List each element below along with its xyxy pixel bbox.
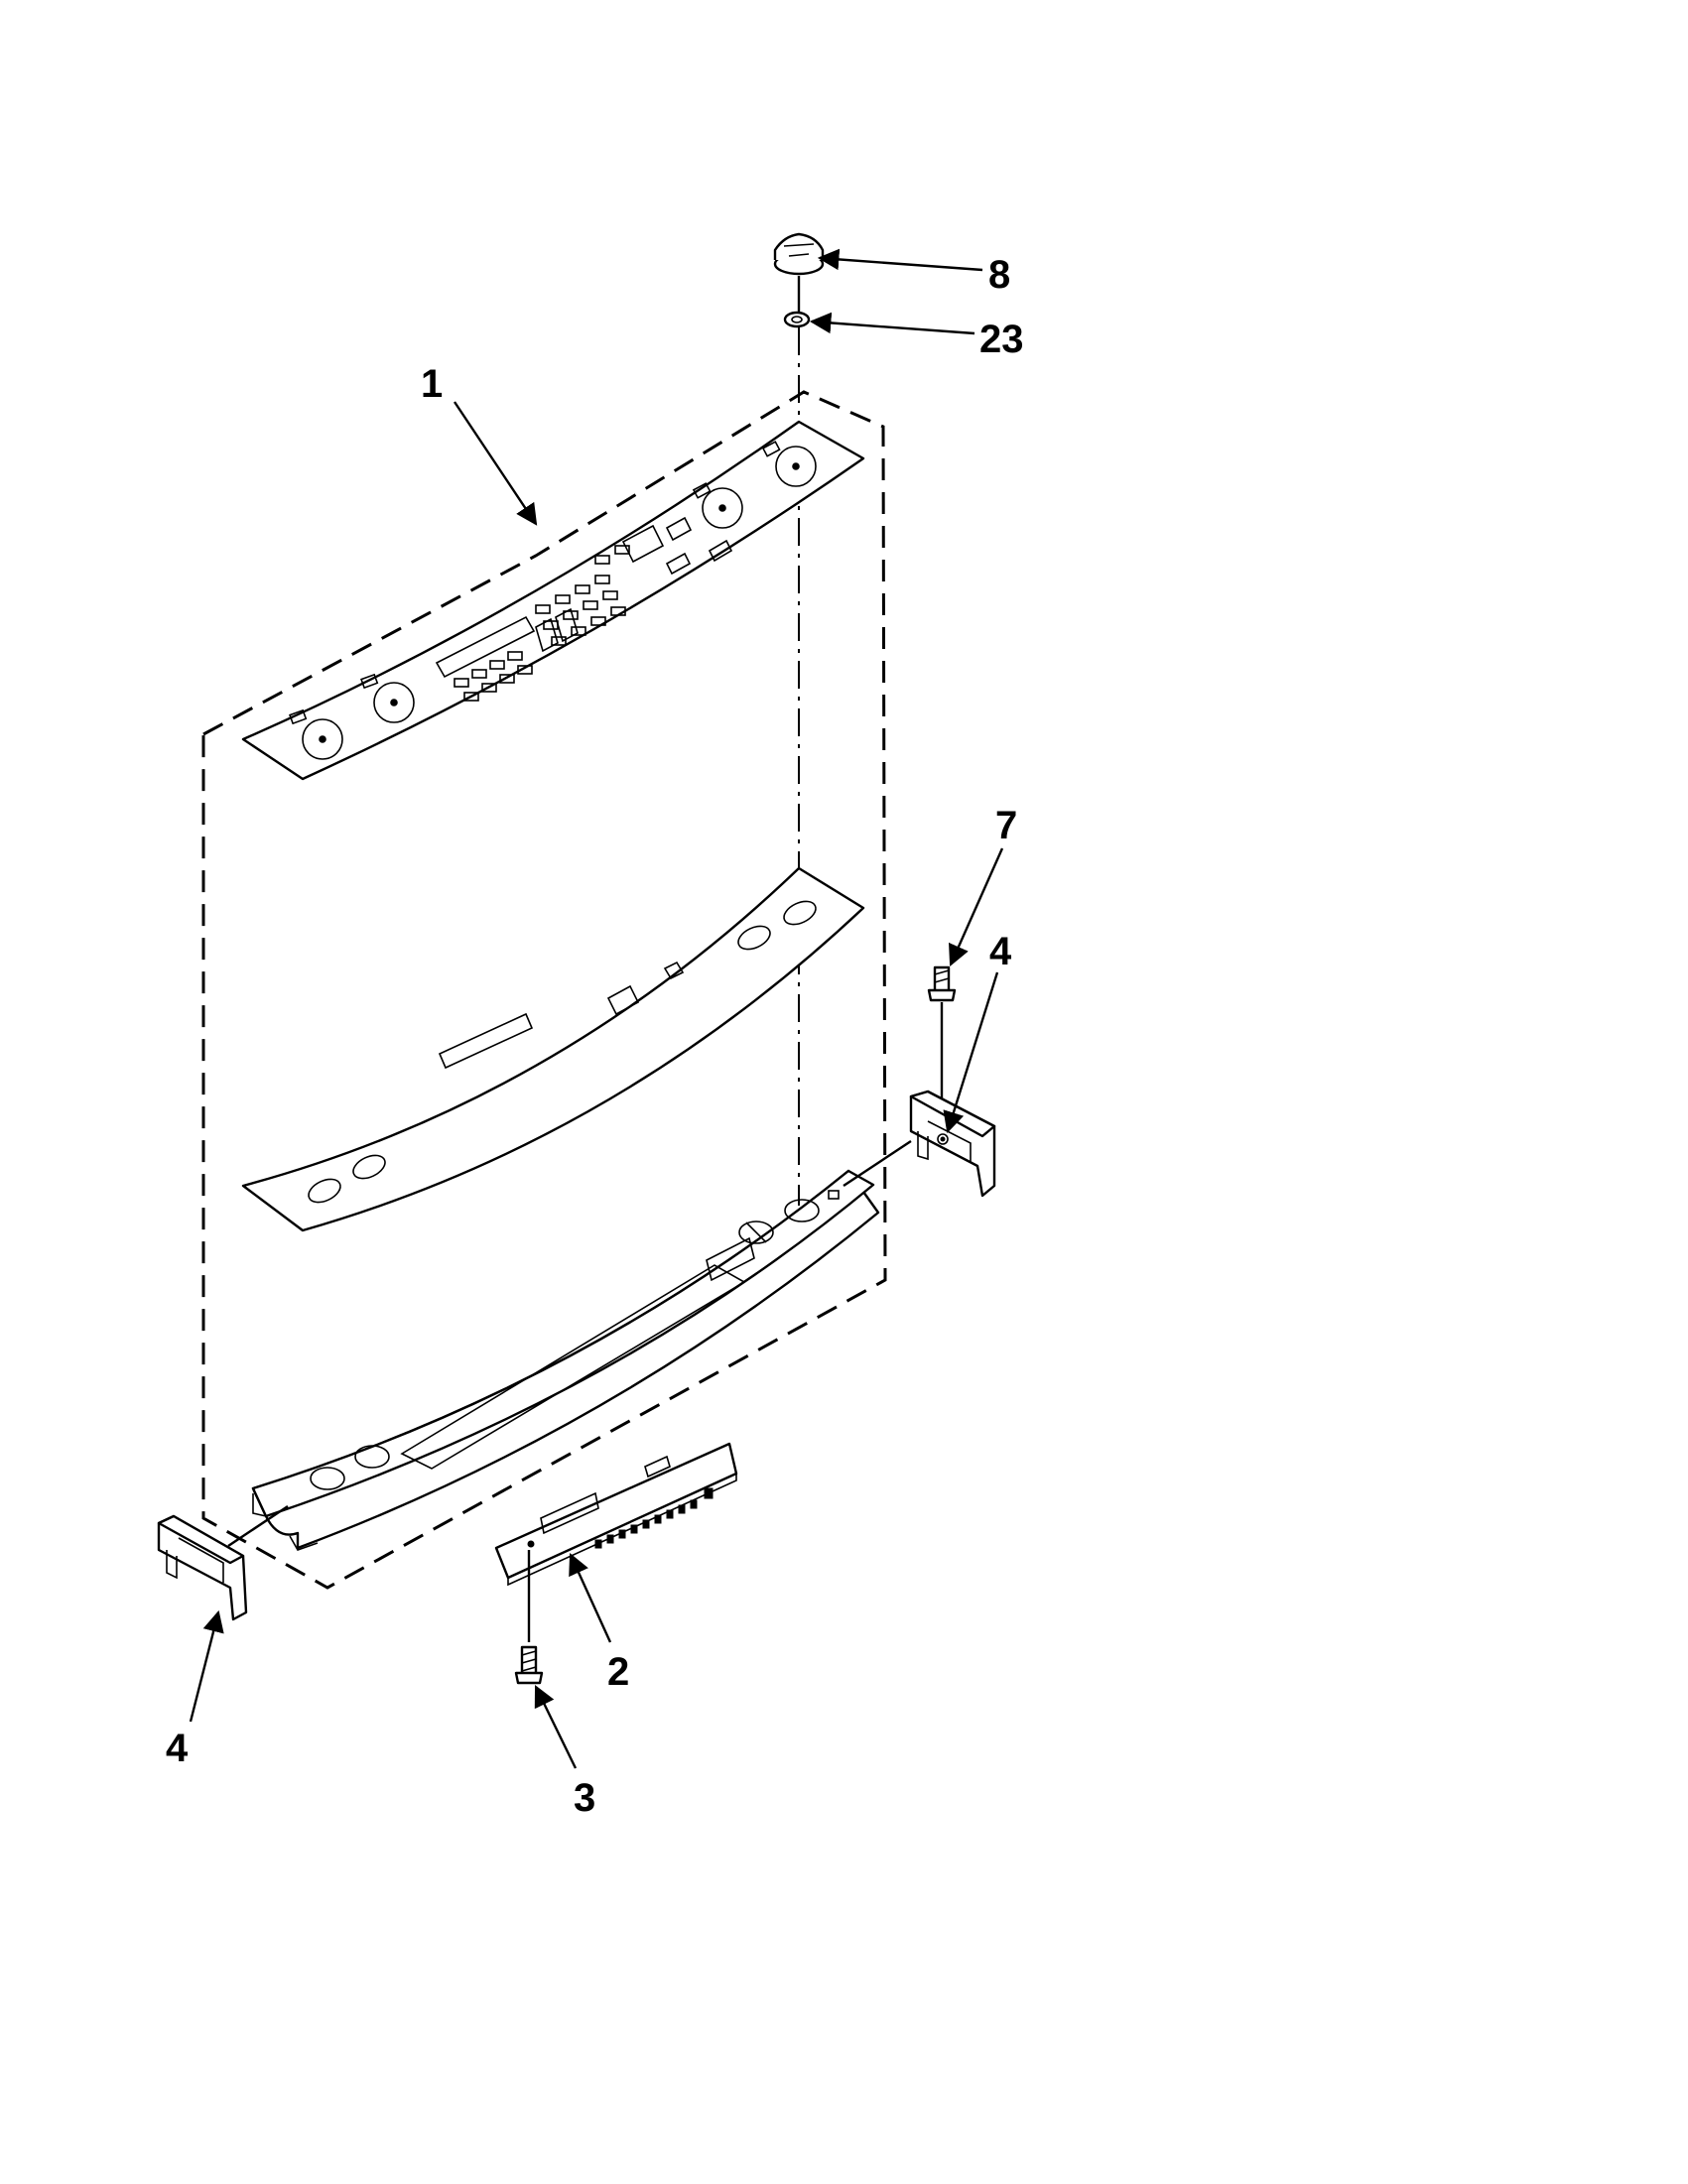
callout-7: 7 <box>995 804 1017 847</box>
control-overlay-middle <box>241 866 865 1232</box>
leader-3 <box>534 1685 578 1769</box>
leader-23 <box>809 312 975 335</box>
clip-part-23 <box>783 311 811 328</box>
end-cap-left <box>157 1505 289 1621</box>
leader-1 <box>454 401 538 526</box>
callout-4-right: 4 <box>989 930 1012 973</box>
leader-7 <box>949 847 1004 966</box>
keypad-buttons <box>454 545 630 702</box>
screw-part-3 <box>514 1550 544 1685</box>
control-overlay-top <box>241 420 865 781</box>
control-panel-frame <box>251 1169 880 1551</box>
leader-2 <box>569 1553 612 1643</box>
knob-part-8 <box>773 232 825 276</box>
leader-8 <box>817 248 983 272</box>
callout-1: 1 <box>421 362 443 406</box>
callout-23: 23 <box>979 318 1024 361</box>
leader-4-right <box>943 971 999 1134</box>
callout-3: 3 <box>574 1776 595 1820</box>
callout-4-left: 4 <box>166 1727 189 1770</box>
leader-lines <box>189 248 1004 1769</box>
callout-8: 8 <box>988 253 1010 297</box>
control-board <box>494 1442 738 1587</box>
leader-4-left <box>189 1609 224 1723</box>
callout-2: 2 <box>607 1650 629 1694</box>
